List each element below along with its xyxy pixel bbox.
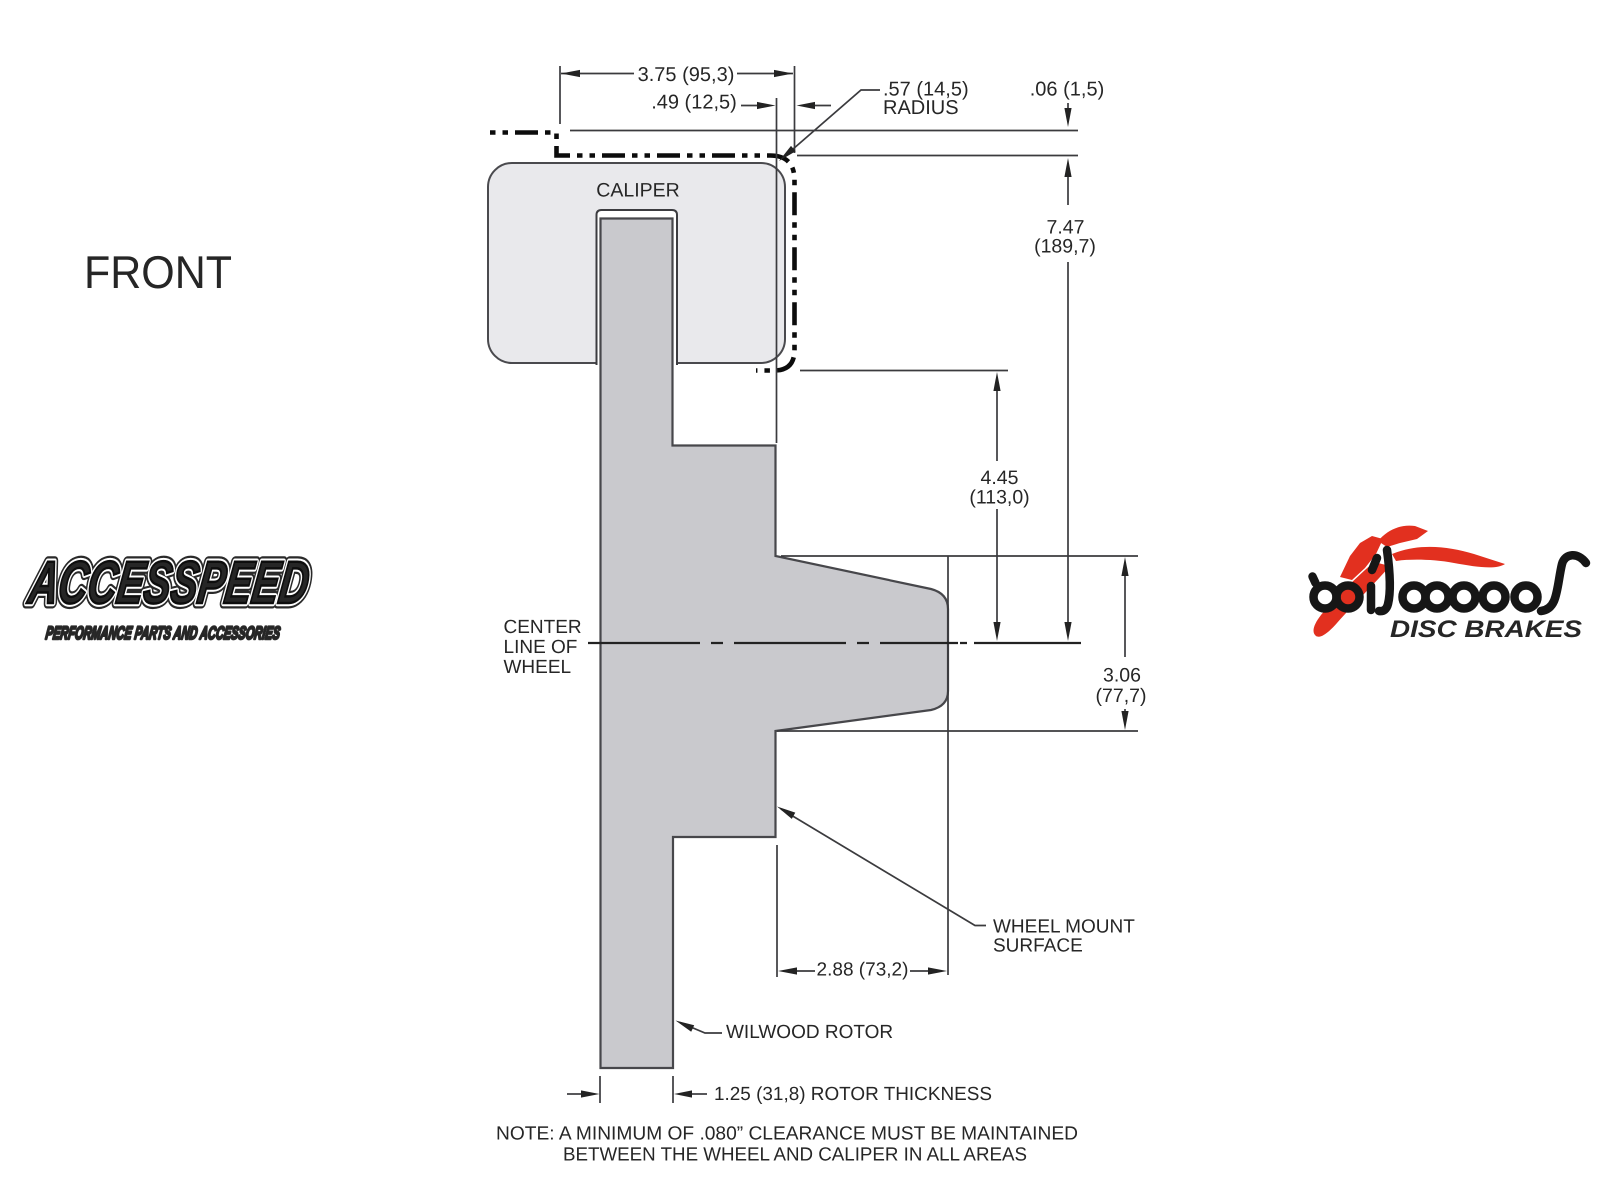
svg-text:NOTE: A MINIMUM OF .080” CLEAR: NOTE: A MINIMUM OF .080” CLEARANCE MUST …	[496, 1124, 1078, 1145]
svg-text:.57 (14,5): .57 (14,5)	[883, 79, 969, 101]
svg-text:LINE OF: LINE OF	[504, 637, 578, 658]
svg-text:RADIUS: RADIUS	[883, 97, 959, 119]
svg-text:.06 (1,5): .06 (1,5)	[1030, 79, 1104, 101]
svg-text:CENTER: CENTER	[504, 617, 582, 638]
svg-text:PERFORMANCE PARTS AND ACCESSOR: PERFORMANCE PARTS AND ACCESSORIES	[44, 623, 281, 643]
svg-text:WHEEL: WHEEL	[504, 657, 572, 678]
svg-text:3.06: 3.06	[1103, 665, 1141, 687]
svg-text:(189,7): (189,7)	[1034, 236, 1096, 258]
svg-text:CALIPER: CALIPER	[596, 180, 679, 202]
svg-text:BETWEEN THE WHEEL AND CALIPER: BETWEEN THE WHEEL AND CALIPER IN ALL ARE…	[563, 1145, 1027, 1166]
svg-text:2.88 (73,2): 2.88 (73,2)	[817, 960, 909, 981]
svg-text:ACCESSPEED: ACCESSPEED	[24, 549, 314, 616]
svg-text:7.47: 7.47	[1047, 217, 1085, 239]
svg-text:4.45: 4.45	[981, 467, 1019, 489]
svg-text:SURFACE: SURFACE	[993, 936, 1083, 957]
svg-text:1.25 (31,8) ROTOR THICKNESS: 1.25 (31,8) ROTOR THICKNESS	[714, 1084, 992, 1105]
svg-text:(113,0): (113,0)	[969, 487, 1029, 509]
svg-text:ACCESSPEED: ACCESSPEED	[24, 549, 314, 616]
svg-text:FRONT: FRONT	[84, 246, 232, 298]
svg-text:WILWOOD ROTOR: WILWOOD ROTOR	[726, 1022, 893, 1043]
svg-text:DISC BRAKES: DISC BRAKES	[1390, 616, 1582, 643]
svg-text:.49 (12,5): .49 (12,5)	[651, 92, 737, 114]
svg-text:PERFORMANCE PARTS AND ACCESSOR: PERFORMANCE PARTS AND ACCESSORIES	[44, 623, 281, 643]
svg-text:3.75 (95,3): 3.75 (95,3)	[638, 64, 735, 86]
svg-text:ACCESSPEED: ACCESSPEED	[24, 549, 314, 616]
svg-text:(77,7): (77,7)	[1096, 685, 1147, 707]
svg-text:WHEEL MOUNT: WHEEL MOUNT	[993, 917, 1135, 938]
